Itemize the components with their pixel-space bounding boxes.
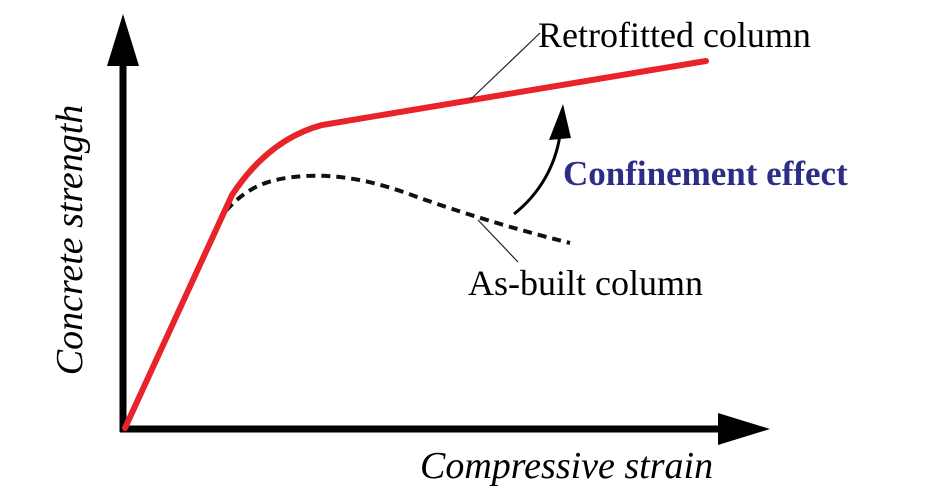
series-asbuilt-curve (123, 173, 571, 429)
y-axis-arrowhead-icon (107, 14, 139, 66)
retrofitted-leader-line (469, 32, 541, 101)
axes (107, 14, 770, 445)
y-axis-label: Concrete strength (49, 105, 91, 376)
confinement-arrow (513, 134, 562, 216)
x-axis-arrowhead-icon (718, 413, 770, 445)
asbuilt-label: As-built column (468, 263, 703, 303)
confinement-effect-label: Confinement effect (563, 154, 848, 193)
confinement-arrowhead-icon (549, 104, 571, 140)
asbuilt-leader-line (477, 219, 519, 263)
retrofitted-label: Retrofitted column (538, 15, 811, 55)
series-retrofitted-curve (122, 58, 709, 431)
x-axis-label: Compressive strain (420, 445, 713, 487)
